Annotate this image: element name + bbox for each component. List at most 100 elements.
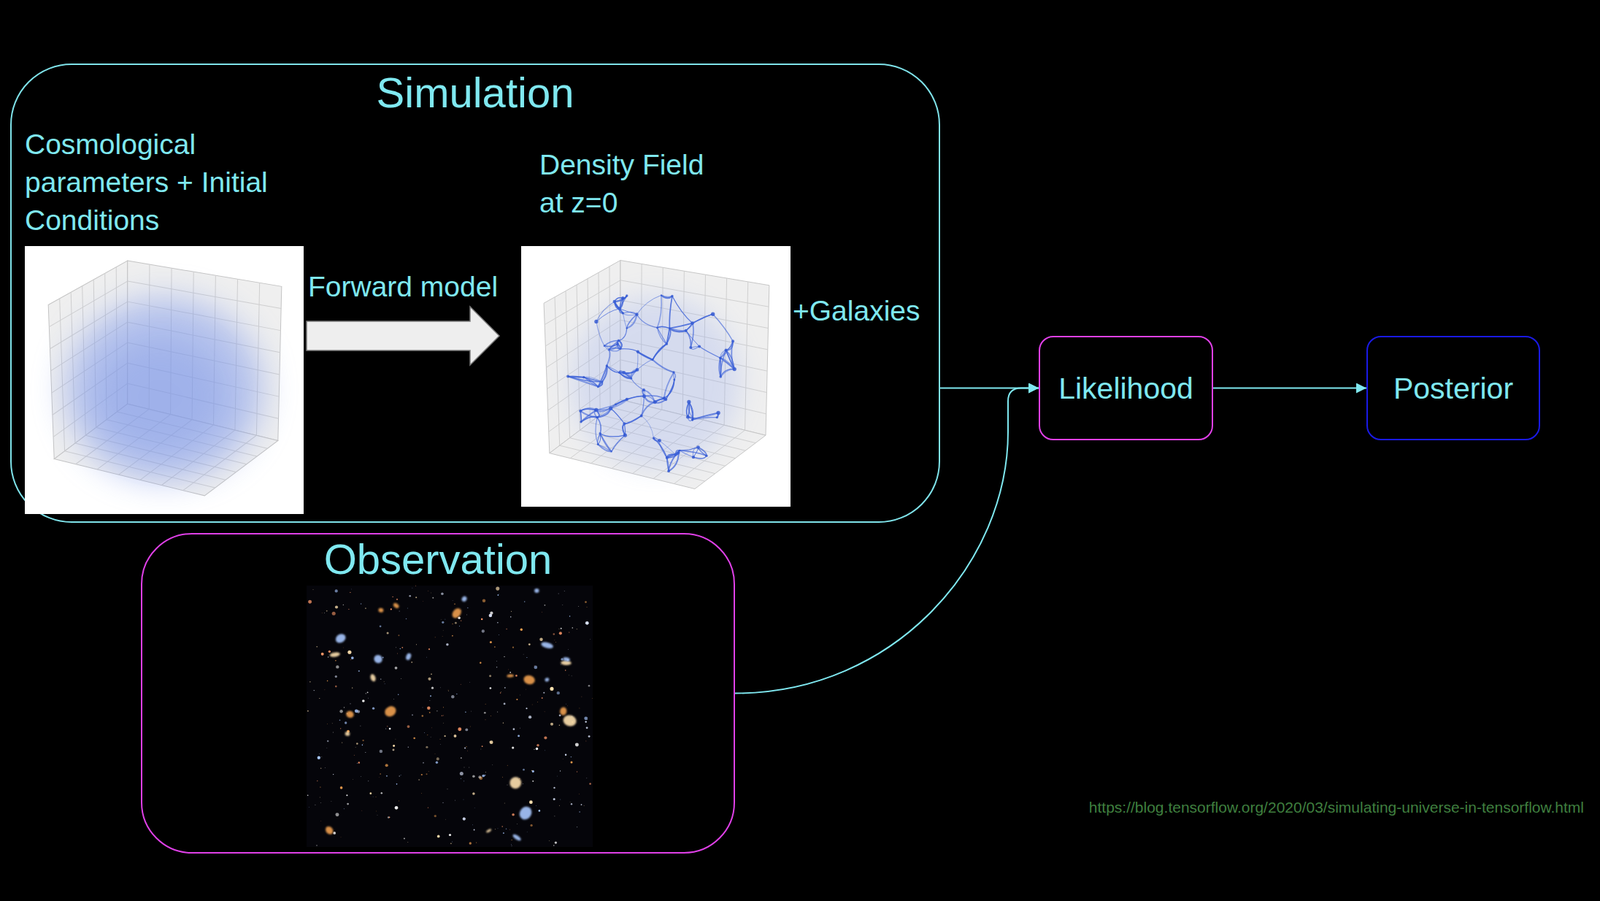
- star: [406, 607, 409, 609]
- star: [497, 621, 498, 623]
- star: [439, 743, 441, 746]
- star: [451, 635, 454, 637]
- filament: [637, 351, 653, 360]
- star: [556, 775, 559, 777]
- star: [470, 710, 473, 712]
- star: [481, 745, 484, 747]
- halo: [691, 418, 694, 421]
- star: [511, 839, 513, 841]
- star: [583, 716, 588, 720]
- star: [494, 645, 496, 648]
- star: [327, 680, 329, 682]
- filament: [618, 340, 622, 349]
- star: [535, 805, 538, 807]
- star: [362, 699, 365, 703]
- star: [385, 763, 389, 767]
- halo: [640, 414, 644, 418]
- filament: [686, 330, 692, 348]
- star: [434, 752, 436, 755]
- star: [570, 756, 572, 757]
- star: [445, 643, 449, 646]
- filament: [643, 395, 664, 398]
- star: [447, 689, 449, 691]
- star: [526, 656, 528, 658]
- filament: [597, 417, 601, 434]
- filament: [653, 437, 667, 458]
- star: [430, 672, 432, 674]
- star: [511, 745, 514, 749]
- star: [367, 697, 370, 699]
- star: [536, 743, 540, 747]
- filament: [661, 294, 673, 298]
- star: [576, 628, 578, 630]
- halo: [619, 348, 622, 350]
- star: [400, 774, 402, 776]
- star: [444, 818, 446, 820]
- star: [459, 683, 462, 685]
- star: [440, 591, 444, 595]
- star: [319, 786, 321, 787]
- star: [576, 770, 578, 772]
- star: [508, 668, 510, 671]
- filament: [597, 444, 612, 452]
- node-text: Cosmological parameters + Initial Condit…: [24, 125, 304, 240]
- halo: [668, 327, 671, 330]
- star: [362, 739, 364, 741]
- filament: [610, 399, 628, 409]
- star: [497, 710, 498, 712]
- star: [328, 650, 331, 653]
- star: [396, 783, 398, 785]
- filament: [637, 351, 653, 360]
- star: [343, 706, 345, 708]
- star: [326, 610, 328, 611]
- star: [555, 641, 557, 644]
- filament: [580, 410, 582, 422]
- star: [442, 629, 444, 631]
- star: [539, 637, 543, 641]
- star: [497, 827, 499, 829]
- star: [560, 627, 563, 630]
- star: [429, 736, 432, 738]
- galaxy: [378, 607, 384, 613]
- star: [562, 757, 564, 760]
- galaxy: [540, 640, 554, 650]
- filament: [656, 294, 662, 328]
- filament: [672, 296, 693, 324]
- filament: [669, 296, 673, 329]
- star: [464, 727, 468, 731]
- filament: [602, 365, 607, 382]
- star: [332, 773, 334, 775]
- star: [586, 606, 588, 609]
- star: [559, 798, 562, 800]
- star: [500, 690, 502, 692]
- star: [335, 664, 339, 668]
- star: [346, 802, 349, 806]
- star: [314, 804, 316, 806]
- filament: [597, 433, 600, 445]
- star: [442, 802, 444, 803]
- star: [343, 646, 345, 649]
- star: [415, 596, 417, 598]
- star: [560, 657, 563, 660]
- star: [489, 674, 492, 677]
- star: [489, 611, 493, 615]
- star: [408, 594, 411, 598]
- star: [332, 731, 334, 733]
- star: [569, 615, 571, 617]
- star: [529, 824, 533, 827]
- star: [307, 794, 309, 795]
- star: [437, 835, 441, 838]
- star: [559, 770, 561, 771]
- star: [428, 648, 430, 650]
- filament: [693, 455, 707, 459]
- filament: [627, 395, 645, 400]
- star: [327, 656, 329, 657]
- star: [569, 800, 571, 803]
- star: [524, 600, 526, 603]
- filament: [611, 435, 626, 452]
- halo: [594, 319, 598, 324]
- halo: [642, 388, 646, 392]
- star: [543, 691, 545, 694]
- filament: [726, 350, 736, 370]
- grid-line: [59, 298, 65, 452]
